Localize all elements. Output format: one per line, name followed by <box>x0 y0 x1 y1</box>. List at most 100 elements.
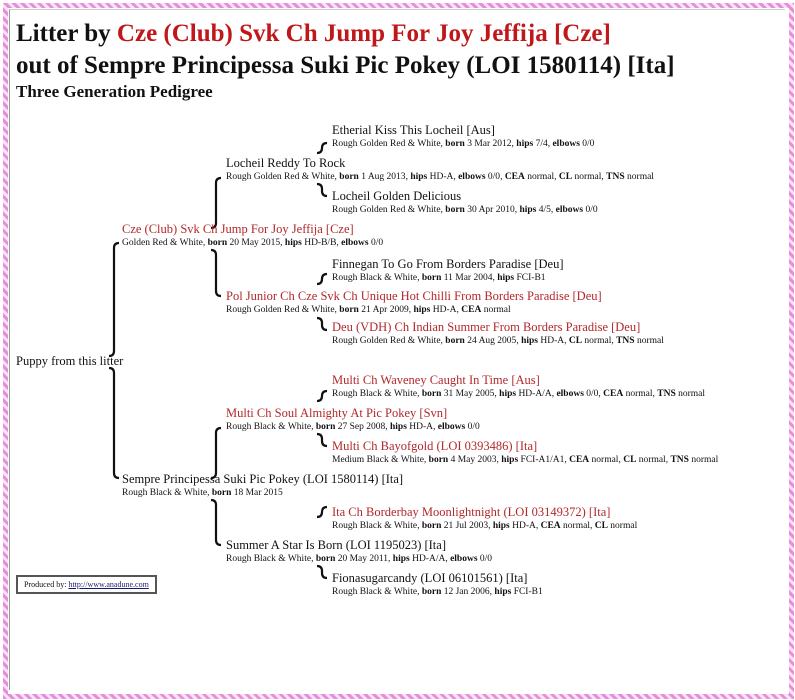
detail-label: CEA <box>504 172 525 182</box>
detail-label: hips <box>519 205 537 215</box>
dog-details: Rough Black & White, born 12 Jan 2006, h… <box>332 587 543 597</box>
detail-value: normal <box>638 455 666 465</box>
detail-label: TNS <box>606 172 625 182</box>
bracket-gen3-sire-0 <box>316 141 328 155</box>
subtitle: Three Generation Pedigree <box>16 82 213 101</box>
detail-value: 0/0 <box>467 422 480 432</box>
dog-name: Sempre Principessa Suki Pic Pokey (LOI 1… <box>122 472 404 486</box>
detail-value: FCI-B1 <box>516 273 546 283</box>
bracket-sire-sire <box>210 176 222 230</box>
detail-value: FCI-A1/A1 <box>520 455 565 465</box>
pedigree-entry-sire-dam: Pol Junior Ch Cze Svk Ch Unique Hot Chil… <box>226 289 602 317</box>
detail-value: 21 Apr 2009 <box>361 305 409 315</box>
bracket-gen3-sire-1 <box>316 272 328 286</box>
dog-name: Multi Ch Soul Almighty At Pic Pokey [Svn… <box>226 406 448 420</box>
detail-label: hips <box>492 521 510 531</box>
detail-value: normal <box>591 455 619 465</box>
dog-details: Golden Red & White, born 20 May 2015, hi… <box>122 238 384 248</box>
detail-label: born <box>445 139 465 149</box>
detail-value: HD-A/A <box>518 389 552 399</box>
pedigree-entry-dam-dam-sire: Ita Ch Borderbay Moonlightnight (LOI 031… <box>332 505 637 533</box>
detail-value: normal <box>584 336 612 346</box>
bracket-gen3-dam-0 <box>316 182 328 198</box>
detail-label: born <box>211 488 232 498</box>
detail-label: CEA <box>461 305 482 315</box>
detail-label: born <box>315 554 336 564</box>
bracket-sire-dam <box>210 248 222 298</box>
detail-label: CEA <box>603 389 624 399</box>
detail-value: Rough Black & White <box>122 488 208 498</box>
detail-value: normal <box>636 336 664 346</box>
dog-details: Rough Golden Red & White, born 30 Apr 20… <box>332 205 598 215</box>
detail-value: 0/0 <box>370 238 384 248</box>
detail-value: normal <box>678 389 706 399</box>
detail-value: Rough Black & White <box>226 554 312 564</box>
detail-value: 3 Mar 2012 <box>467 139 512 149</box>
bracket-gen3-sire-2 <box>316 389 328 403</box>
detail-value: 0/0 <box>585 205 598 215</box>
pedigree-entry-dam-sire-sire: Multi Ch Waveney Caught In Time [Aus]Rou… <box>332 373 705 401</box>
detail-label: hips <box>499 389 517 399</box>
pedigree-entry-dam-dam: Summer A Star Is Born (LOI 1195023) [Ita… <box>226 538 492 566</box>
bracket-puppy-sire <box>108 241 120 358</box>
detail-value: normal <box>625 389 653 399</box>
dog-name: Summer A Star Is Born (LOI 1195023) [Ita… <box>226 538 446 552</box>
detail-label: CL <box>594 521 608 531</box>
detail-value: Golden Red & White <box>122 238 203 248</box>
detail-label: born <box>339 305 359 315</box>
bracket-dam-sire <box>210 426 222 480</box>
pedigree-entry-sire: Cze (Club) Svk Ch Jump For Joy Jeffija [… <box>122 222 383 250</box>
detail-label: born <box>315 422 336 432</box>
detail-value: 1 Aug 2013 <box>361 172 406 182</box>
detail-label: born <box>421 521 442 531</box>
dog-name: Finnegan To Go From Borders Paradise [De… <box>332 257 564 271</box>
dog-name: Etherial Kiss This Locheil [Aus] <box>332 123 495 137</box>
pedigree-entry-dam-sire-dam: Multi Ch Bayofgold (LOI 0393486) [Ita] Me… <box>332 439 718 467</box>
detail-label: born <box>207 238 228 248</box>
dog-details: Rough Golden Red & White, born 21 Apr 20… <box>226 305 511 315</box>
detail-value: Rough Black & White <box>332 389 418 399</box>
detail-value: normal <box>691 455 719 465</box>
detail-label: hips <box>284 238 302 248</box>
detail-value: HD-A <box>540 336 565 346</box>
detail-value: 0/0 <box>582 139 595 149</box>
dog-name: Multi Ch Bayofgold (LOI 0393486) [Ita] <box>332 439 538 453</box>
pedigree-entry-dam: Sempre Principessa Suki Pic Pokey (LOI 1… <box>122 472 403 500</box>
dog-details: Rough Black & White, born 31 May 2005, h… <box>332 389 706 399</box>
page-frame <box>9 9 785 690</box>
detail-label: born <box>421 389 442 399</box>
detail-label: CL <box>558 172 573 182</box>
detail-value: normal <box>627 172 654 182</box>
detail-value: normal <box>483 305 511 315</box>
detail-label: hips <box>413 305 431 315</box>
detail-value: HD-A <box>512 521 536 531</box>
dog-details: Rough Black & White, born 21 Jul 2003, h… <box>332 521 638 531</box>
detail-value: Rough Golden Red & White <box>332 139 441 149</box>
detail-value: HD-A <box>429 172 454 182</box>
dog-name: Pol Junior Ch Cze Svk Ch Unique Hot Chil… <box>226 289 602 303</box>
dog-name: Ita Ch Borderbay Moonlightnight (LOI 031… <box>332 505 611 519</box>
dog-details: Medium Black & White, born 4 May 2003, h… <box>332 455 719 465</box>
anadune-link[interactable]: http://www.anadune.com <box>68 580 149 589</box>
detail-value: HD-B/B <box>304 238 337 248</box>
dog-name: Locheil Golden Delicious <box>332 189 462 203</box>
detail-value: 20 May 2011 <box>337 554 389 564</box>
detail-label: elbows <box>555 205 584 215</box>
detail-label: CEA <box>540 521 561 531</box>
dog-name: Locheil Reddy To Rock <box>226 156 346 170</box>
detail-value: 31 May 2005 <box>443 389 495 399</box>
detail-label: hips <box>392 554 410 564</box>
detail-label: born <box>421 587 442 597</box>
detail-value: 0/0 <box>586 389 599 399</box>
detail-label: elbows <box>341 238 369 248</box>
detail-label: hips <box>497 273 515 283</box>
detail-value: FCI-B1 <box>513 587 543 597</box>
detail-label: TNS <box>657 389 676 399</box>
detail-label: CEA <box>569 455 590 465</box>
detail-value: 27 Sep 2008 <box>337 422 386 432</box>
detail-label: hips <box>516 139 534 149</box>
detail-value: 7/4 <box>535 139 548 149</box>
